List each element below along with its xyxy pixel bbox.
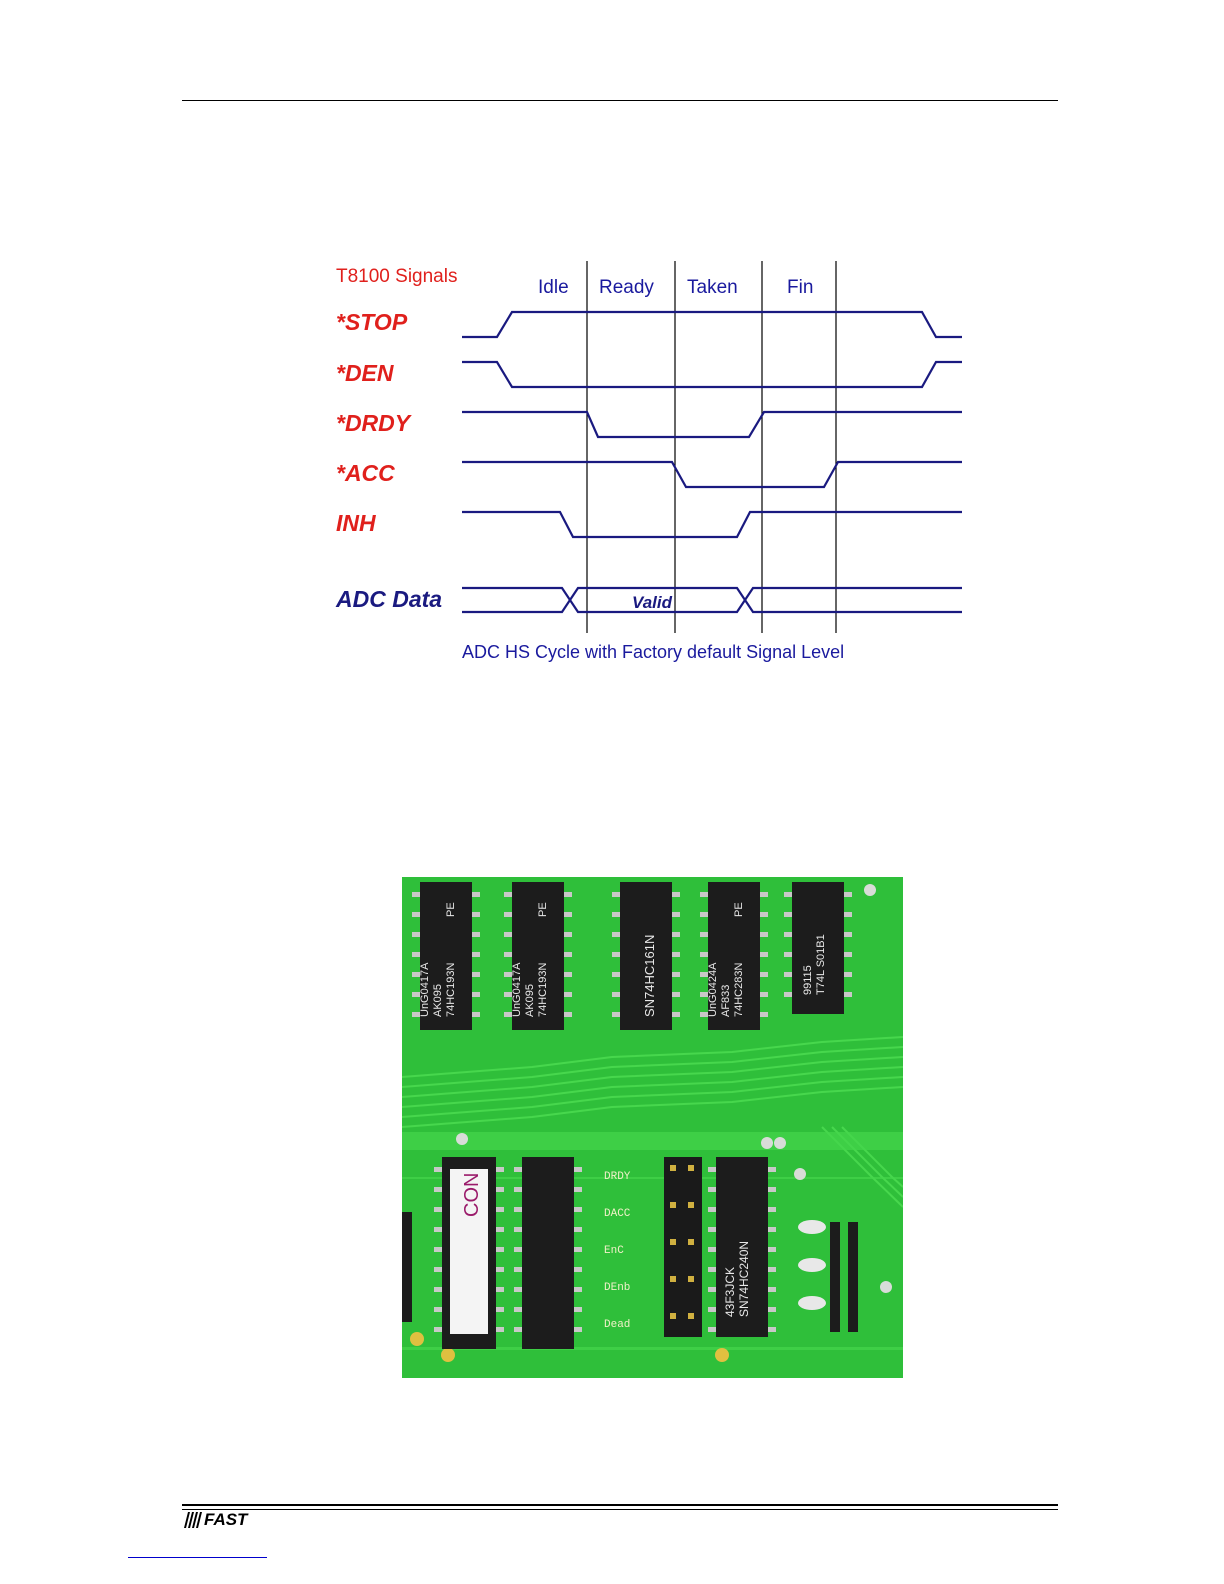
footer-logo: FAST xyxy=(184,1510,247,1530)
waveform-stop xyxy=(462,312,962,337)
signal-label-den: *DEN xyxy=(336,360,394,386)
sticker-label: CON xyxy=(461,1173,483,1217)
signal-label-adc-data: ADC Data xyxy=(335,586,442,612)
jumper-header xyxy=(664,1157,702,1337)
svg-text:UnG0424A: UnG0424A xyxy=(707,962,719,1017)
svg-text:99115: 99115 xyxy=(802,965,814,995)
valid-label: Valid xyxy=(632,593,673,612)
svg-text:PE: PE xyxy=(733,902,745,917)
phase-label: Taken xyxy=(687,277,738,298)
signal-label-drdy: *DRDY xyxy=(336,410,413,436)
waveform-den xyxy=(462,362,962,387)
ic-chip: SN74HC161N xyxy=(620,882,672,1030)
svg-text:UnG0417A: UnG0417A xyxy=(511,962,523,1017)
svg-text:UnG0417A: UnG0417A xyxy=(419,962,431,1017)
timing-diagram: T8100 Signals Idle Ready Taken Fin *STOP… xyxy=(0,0,1224,700)
svg-text:AK095: AK095 xyxy=(524,984,536,1017)
svg-text:43F3JCK: 43F3JCK xyxy=(723,1267,737,1317)
svg-text:SN74HC240N: SN74HC240N xyxy=(737,1241,751,1317)
svg-text:T74L S01B1: T74L S01B1 xyxy=(815,934,827,995)
signal-label-stop: *STOP xyxy=(336,309,408,335)
waveform-acc xyxy=(462,462,962,487)
svg-text:PE: PE xyxy=(445,902,457,917)
logo-text: FAST xyxy=(204,1510,247,1530)
diagram-heading: T8100 Signals xyxy=(336,266,457,287)
jumper-label: Dead xyxy=(604,1319,630,1331)
svg-text:AK095: AK095 xyxy=(432,984,444,1017)
ic-chip: SN74HC240N 43F3JCK xyxy=(716,1157,768,1337)
jumper-label: DRDY xyxy=(604,1171,631,1183)
svg-text:AF833: AF833 xyxy=(720,985,732,1017)
svg-text:74HC193N: 74HC193N xyxy=(537,963,549,1017)
waveform-inh xyxy=(462,512,962,537)
jumper-label: EnC xyxy=(604,1245,624,1257)
footer-rule xyxy=(182,1509,1058,1510)
waveform-adc-data xyxy=(462,588,962,612)
phase-label: Idle xyxy=(538,277,569,298)
svg-text:74HC193N: 74HC193N xyxy=(445,963,457,1017)
jumper-label: DEnb xyxy=(604,1282,630,1294)
waveform-drdy xyxy=(462,412,962,437)
svg-text:SN74HC161N: SN74HC161N xyxy=(642,935,657,1017)
svg-text:74HC283N: 74HC283N xyxy=(733,963,745,1017)
slanted-bars-icon xyxy=(184,1512,202,1528)
footer-link-underline[interactable] xyxy=(128,1557,267,1558)
signal-label-inh: INH xyxy=(336,510,376,536)
ic-chip xyxy=(522,1157,574,1349)
phase-label: Ready xyxy=(599,277,654,298)
footer-rule xyxy=(182,1504,1058,1506)
signal-label-acc: *ACC xyxy=(336,460,395,486)
phase-label: Fin xyxy=(787,277,813,298)
svg-text:PE: PE xyxy=(537,902,549,917)
ic-chip-con: CON xyxy=(442,1157,496,1349)
diagram-caption: ADC HS Cycle with Factory default Signal… xyxy=(462,642,844,662)
jumper-label: DACC xyxy=(604,1208,631,1220)
